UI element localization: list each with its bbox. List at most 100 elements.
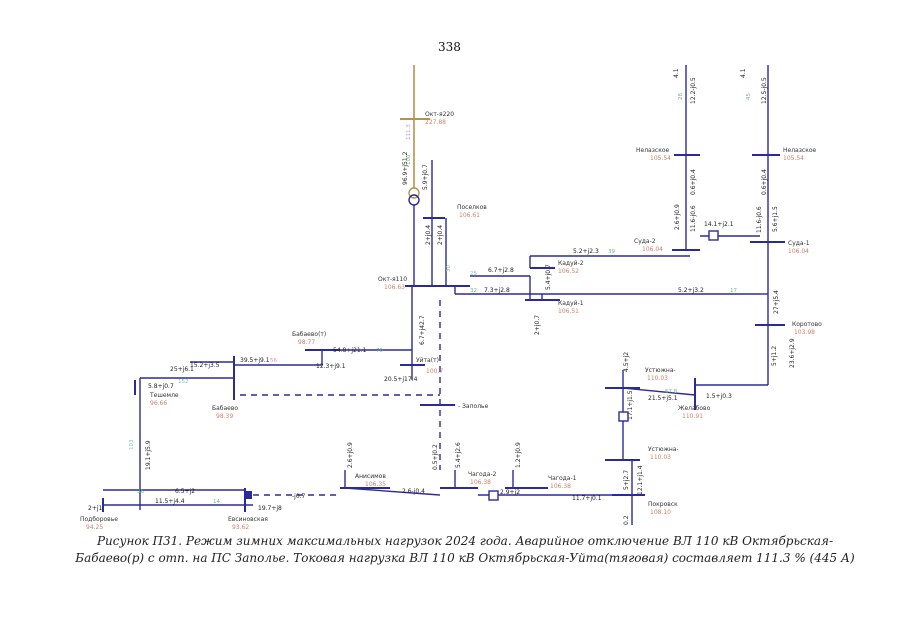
- loading-label: 32: [470, 288, 477, 294]
- loading-label: 30: [446, 265, 452, 272]
- voltage-anisimov: 106.35: [365, 481, 386, 488]
- voltage-korotovo: 103.98: [794, 329, 815, 336]
- flow-label: 0.2: [623, 515, 630, 525]
- flow-label: 5.8+j0.7: [148, 383, 174, 390]
- flow-label: 2+j0.4: [437, 225, 444, 245]
- label-chagoda2: Чагода-2: [468, 471, 497, 478]
- flow-label: 4.1: [673, 68, 680, 78]
- label-uita: Уйта(т): [416, 357, 439, 364]
- flow-label: 6.7+j42.7: [419, 315, 426, 345]
- voltage-zhelabovo: 110.91: [682, 413, 703, 420]
- label-ustyuzhna1: Устюжна-: [645, 367, 676, 374]
- label-babaevo-t: Бабаево(т): [292, 331, 326, 338]
- label-pokrovsk: Покровск: [648, 501, 678, 508]
- flow-label: 15.2+j3.5: [190, 362, 220, 369]
- label-efimovskaya: Евсиновская: [228, 516, 268, 523]
- flow-label: 11.7+j0.1: [572, 495, 602, 502]
- label-chagoda1: Чагода-1: [548, 475, 577, 482]
- flow-label: 5.2+j2.3: [573, 248, 599, 255]
- flow-label: 4.1: [740, 68, 747, 78]
- label-teplsdec: Тешемле: [149, 392, 179, 399]
- flow-label: 96.9+j51.2: [402, 151, 409, 185]
- flow-label: 12.5-j0.5: [761, 77, 768, 104]
- voltage-chagoda2: 106.38: [470, 479, 491, 486]
- voltage-kaduy2: 106.52: [558, 268, 579, 275]
- flow-label: -j0.7: [292, 493, 306, 500]
- loading-label: 70: [376, 348, 383, 354]
- flow-label: 0.5+j0.2: [432, 444, 439, 470]
- breaker-ustyuzhna: [618, 411, 629, 422]
- label-kaduy1: Кадуй-1: [558, 300, 584, 307]
- loading-label: 111.3: [406, 124, 412, 140]
- loading-label: 152: [178, 379, 189, 385]
- flow-label: 39.5+j9.1: [240, 357, 270, 364]
- load-marker-efimovskaya: [244, 491, 252, 499]
- label-anisimov: Анисимов: [355, 473, 386, 480]
- loading-label: 39: [608, 249, 615, 255]
- loading-label: 28: [678, 93, 684, 100]
- flow-label: 25+j6.1: [170, 366, 194, 373]
- flow-label: 1.5+j0.3: [706, 393, 732, 400]
- flow-label: 6.5+j2: [175, 488, 195, 495]
- flow-label: 12.1+j1.4: [637, 465, 644, 495]
- voltage-babaevo-t: 98.77: [298, 339, 315, 346]
- flow-label: 20.5+j17.4: [384, 376, 418, 383]
- label-okt110: Окт-я110: [378, 276, 407, 283]
- flow-label: 11.5+j4.4: [155, 498, 185, 505]
- label-nelazskoe-right: Нелазское: [783, 147, 816, 154]
- loading-label: 45: [746, 93, 752, 100]
- flow-label: 1.2+j0.9: [515, 442, 522, 468]
- voltage-okt220: 227.88: [425, 119, 446, 126]
- transformer-winding-lv: [408, 194, 420, 206]
- loading-label: 25: [470, 271, 477, 277]
- loading-label: 14: [213, 499, 220, 505]
- flow-label: 7.3+j2.8: [484, 287, 510, 294]
- flow-label: 2+j0.4: [425, 225, 432, 245]
- node-labels: Окт-я220 227.88 Окт-я110 106.63 Поселков…: [80, 111, 822, 531]
- flow-label: 2.6+j0.9: [347, 442, 354, 468]
- flow-label: 4.5+j2: [623, 352, 630, 372]
- label-suda2: Суда-2: [634, 238, 656, 245]
- label-zapolye: - Заполье: [458, 403, 489, 410]
- flow-label: 0.6+j0.4: [690, 169, 697, 195]
- flow-label: 12.2-j0.5: [690, 77, 697, 104]
- flow-label: 12.3+j9.1: [316, 363, 346, 370]
- voltage-okt110: 106.63: [384, 284, 405, 291]
- label-ustyuzhna2: Устюжна-: [648, 446, 679, 453]
- flow-label: 2.9+j2: [500, 489, 520, 496]
- voltage-kaduy1: 106.51: [558, 308, 579, 315]
- flow-label: 5.4+j0.7: [545, 264, 552, 290]
- voltage-babaevo: 98.39: [216, 413, 233, 420]
- page-number: 338: [438, 40, 461, 54]
- network-lines: [102, 65, 785, 525]
- loading-label: 57.8: [665, 389, 678, 395]
- caption-line-2: Бабаево(р) с отп. на ПС Заполье. Токовая…: [75, 551, 855, 565]
- flow-label: 19.7+j8: [258, 505, 282, 512]
- flow-label: 5.2+j3.2: [678, 287, 704, 294]
- voltage-poselkov: 106.61: [459, 212, 480, 219]
- loading-label: 17: [730, 288, 737, 294]
- label-poselkov: Поселков: [457, 204, 487, 211]
- label-suda1: Суда-1: [788, 240, 810, 247]
- voltage-suda1: 106.04: [788, 248, 809, 255]
- breaker-suda: [708, 230, 719, 241]
- flow-label: 0.6+j0.4: [761, 169, 768, 195]
- flow-label: 54.8+j21.1: [333, 347, 367, 354]
- voltage-podborovye: 94.25: [86, 524, 103, 531]
- voltage-uita: 100.7: [426, 368, 443, 375]
- flow-label: 2+j0.7: [534, 315, 541, 335]
- transformer-winding-hv: [408, 187, 420, 199]
- flow-label: 23.6+j2.9: [789, 338, 796, 368]
- flow-label: 11.6-j0.6: [690, 205, 697, 232]
- flow-label: 21.5+j5.1: [648, 395, 678, 402]
- loading-label: 103: [129, 439, 135, 450]
- flow-label: 27+j5.4: [773, 290, 780, 314]
- voltage-nelazskoe-left: 105.54: [650, 155, 671, 162]
- caption-line-1: Рисунок П31. Режим зимних максимальных н…: [96, 534, 834, 548]
- label-kaduy2: Кадуй-2: [558, 260, 584, 267]
- flow-label: 5.6+j1.5: [772, 206, 779, 232]
- loading-label: 56: [270, 358, 277, 364]
- flow-label: 2+j1: [88, 505, 103, 512]
